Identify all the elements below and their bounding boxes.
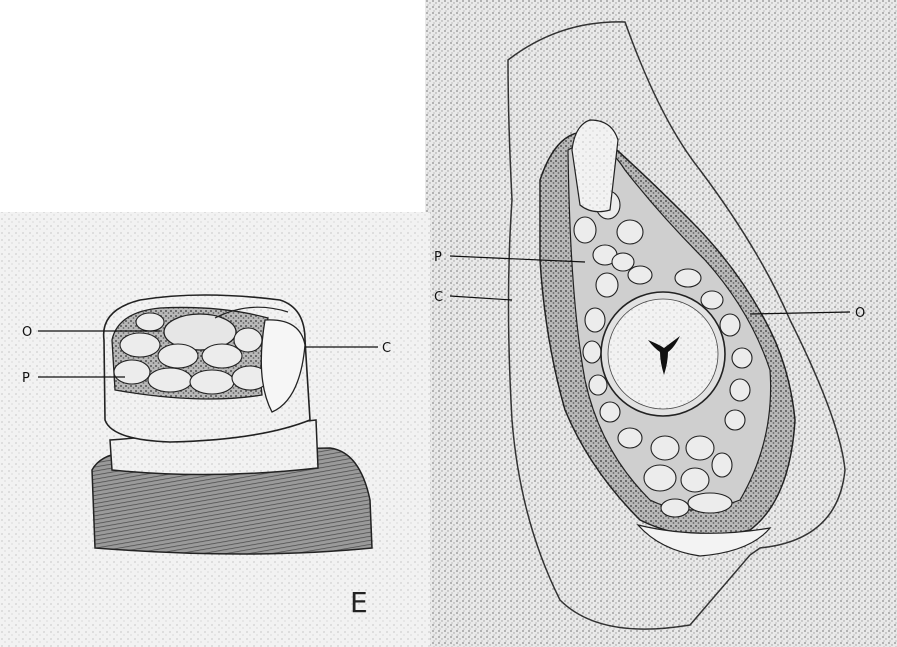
label-left-o: O bbox=[22, 325, 32, 340]
label-left-c: C bbox=[382, 341, 391, 356]
label-right-p: P bbox=[434, 250, 442, 265]
label-right-o: O bbox=[855, 306, 865, 321]
stalk bbox=[572, 120, 618, 212]
label-left-p: P bbox=[22, 371, 30, 386]
panel-label: E bbox=[350, 586, 368, 619]
label-right-c: C bbox=[434, 290, 443, 305]
